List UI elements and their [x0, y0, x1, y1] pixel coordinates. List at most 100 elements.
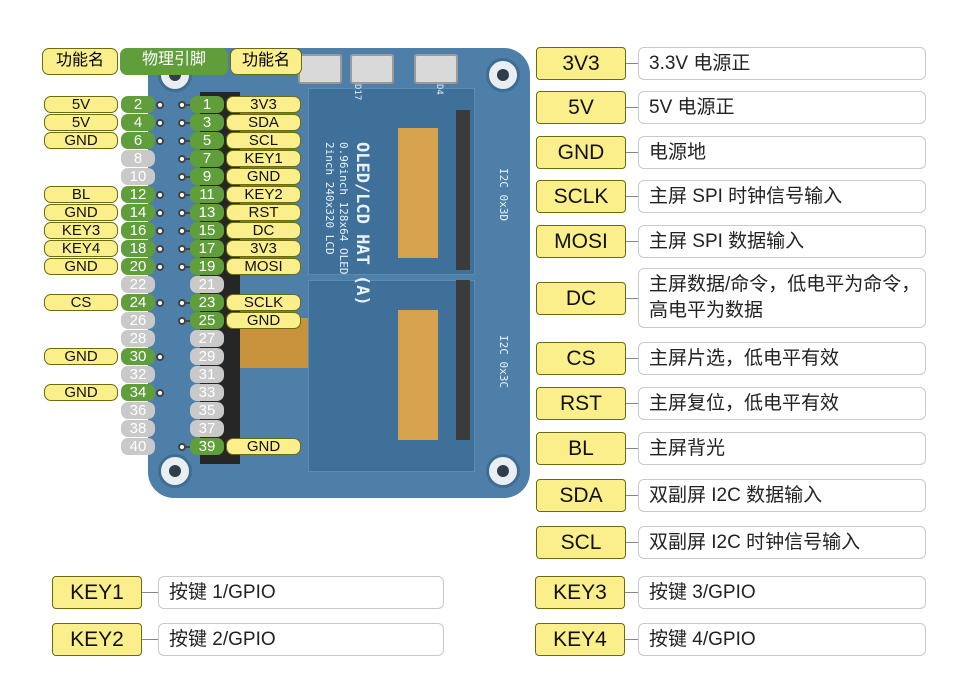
pin-dot-left [156, 191, 164, 199]
pin-dot-right [178, 137, 186, 145]
legend-desc: 电源地 [638, 136, 926, 169]
pin-dot-right [178, 119, 186, 127]
legend-connector [626, 241, 638, 242]
pin-function-left: 5V [44, 114, 118, 131]
key-button [350, 54, 394, 84]
pin-dot-right [178, 191, 186, 199]
oled-area-bottom [308, 280, 475, 472]
pin-function-right: SDA [226, 114, 301, 131]
pin-function-right: SCL [226, 132, 301, 149]
pin-function-left: KEY4 [44, 240, 118, 257]
legend-desc: 主屏 SPI 时钟信号输入 [638, 180, 926, 213]
pin-dot-right [178, 173, 186, 181]
pin-number-odd: 13 [190, 204, 224, 221]
pin-function-left: GND [44, 258, 118, 275]
legend-key: RST [536, 387, 626, 420]
pin-number-even: 20 [121, 258, 155, 275]
pin-number-even: 40 [121, 438, 155, 455]
pin-number-odd: 1 [190, 96, 224, 113]
pin-number-odd: 11 [190, 186, 224, 203]
pin-number-even: 34 [121, 384, 155, 401]
pin-function-right: 3V3 [226, 240, 301, 257]
pin-dot-left [156, 209, 164, 217]
pin-number-odd: 23 [190, 294, 224, 311]
legend-key: 5V [536, 91, 626, 124]
legend-desc-line1: 主屏数据/命令，低电平为命令， [649, 274, 921, 295]
addr-top: I2C 0x3D [497, 168, 510, 221]
key-connector [625, 592, 638, 593]
legend-key: GND [536, 136, 626, 169]
pin-number-even: 28 [121, 330, 155, 347]
pin-number-even: 14 [121, 204, 155, 221]
board-line1: 0.96inch 128x64 OLED [337, 142, 350, 275]
legend-key: SDA [536, 479, 626, 512]
key-label: KEY3 [535, 576, 625, 609]
pin-number-even: 18 [121, 240, 155, 257]
pin-number-even: 6 [121, 132, 155, 149]
key-desc: 按键 3/GPIO [638, 576, 926, 609]
btn-label-d4: D4 [434, 84, 444, 95]
board-line2: 2inch 240x320 LCD [323, 142, 336, 255]
pin-number-even: 22 [121, 276, 155, 293]
pin-number-odd: 15 [190, 222, 224, 239]
pin-function-left: GND [44, 204, 118, 221]
legend-connector [626, 107, 638, 108]
pin-number-even: 32 [121, 366, 155, 383]
pin-dot-left [156, 299, 164, 307]
legend-desc: 主屏数据/命令，低电平为命令，高电平为数据 [638, 268, 926, 328]
key-desc: 按键 4/GPIO [638, 623, 926, 656]
legend-desc: 双副屏 I2C 数据输入 [638, 479, 926, 512]
pin-dot-left [156, 245, 164, 253]
connector-top [456, 110, 470, 270]
key-button [298, 54, 342, 84]
legend-connector [626, 403, 638, 404]
pin-number-odd: 19 [190, 258, 224, 275]
key-label: KEY1 [52, 576, 142, 609]
mount-hole [486, 58, 520, 92]
pin-dot-left [156, 389, 164, 397]
pin-dot-left [156, 101, 164, 109]
board-title: OLED/LCD HAT (A) [352, 142, 372, 306]
pin-function-right: MOSI [226, 258, 301, 275]
pin-number-even: 8 [121, 150, 155, 167]
pin-function-right: RST [226, 204, 301, 221]
pin-function-left: GND [44, 348, 118, 365]
pin-function-right: DC [226, 222, 301, 239]
pin-number-odd: 27 [190, 330, 224, 347]
pin-function-right: GND [226, 168, 301, 185]
key-connector [625, 639, 638, 640]
pin-dot-right [178, 155, 186, 163]
key-desc: 按键 2/GPIO [158, 623, 444, 656]
pin-dot-left [156, 137, 164, 145]
header-left-function: 功能名 [42, 48, 118, 75]
legend-desc: 双副屏 I2C 时钟信号输入 [638, 526, 926, 559]
pin-number-odd: 37 [190, 420, 224, 437]
pin-number-even: 10 [121, 168, 155, 185]
pin-number-odd: 29 [190, 348, 224, 365]
pin-function-right: 3V3 [226, 96, 301, 113]
legend-connector [626, 358, 638, 359]
pin-number-odd: 9 [190, 168, 224, 185]
pin-function-right: KEY2 [226, 186, 301, 203]
legend-connector [626, 542, 638, 543]
pin-dot-left [156, 119, 164, 127]
legend-desc: 主屏复位，低电平有效 [638, 387, 926, 420]
pin-dot-left [156, 263, 164, 271]
legend-desc: 主屏片选，低电平有效 [638, 342, 926, 375]
pin-number-odd: 7 [190, 150, 224, 167]
pin-function-right: GND [226, 312, 301, 329]
pin-number-odd: 31 [190, 366, 224, 383]
header-physical-pin: 物理引脚 [120, 48, 228, 75]
pin-dot-right [178, 209, 186, 217]
pin-function-left: KEY3 [44, 222, 118, 239]
btn-label-d17: D17 [352, 84, 362, 101]
pin-number-odd: 3 [190, 114, 224, 131]
key-label: KEY4 [535, 623, 625, 656]
legend-key: CS [536, 342, 626, 375]
fpc-bottom [398, 310, 438, 440]
pin-dot-right [178, 263, 186, 271]
connector-bottom [456, 280, 470, 440]
pin-number-even: 24 [121, 294, 155, 311]
pin-number-even: 2 [121, 96, 155, 113]
pin-dot-right [178, 317, 186, 325]
